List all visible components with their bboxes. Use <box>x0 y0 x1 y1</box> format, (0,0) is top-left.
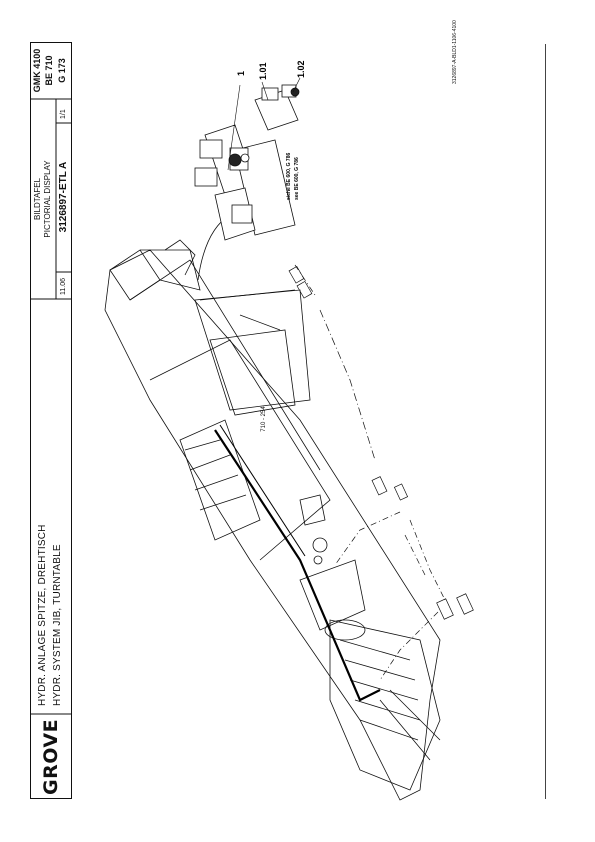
hydraulic-hose-main <box>214 429 381 702</box>
callout-1: 1 <box>236 71 246 76</box>
frame-rule <box>545 44 546 799</box>
see-reference-german: siehe BE 600, G 786 <box>286 153 292 200</box>
leader-lines <box>227 77 301 171</box>
hydraulic-hose-secondary <box>219 424 306 557</box>
valve-block-assembly <box>194 124 296 241</box>
title-block: GROVE HYDR. ANLAGE SPITZE, DREHTISCH HYD… <box>30 42 72 799</box>
hose-fittings <box>288 264 474 681</box>
valve-assembly-small <box>254 84 300 131</box>
title-block-frame <box>30 42 72 799</box>
callout-1-01: 1.01 <box>258 62 268 80</box>
crane-turntable-illustration <box>104 239 441 801</box>
callout-1-02: 1.02 <box>296 60 306 78</box>
see-reference-english: see BE 600, G 786 <box>294 157 300 200</box>
